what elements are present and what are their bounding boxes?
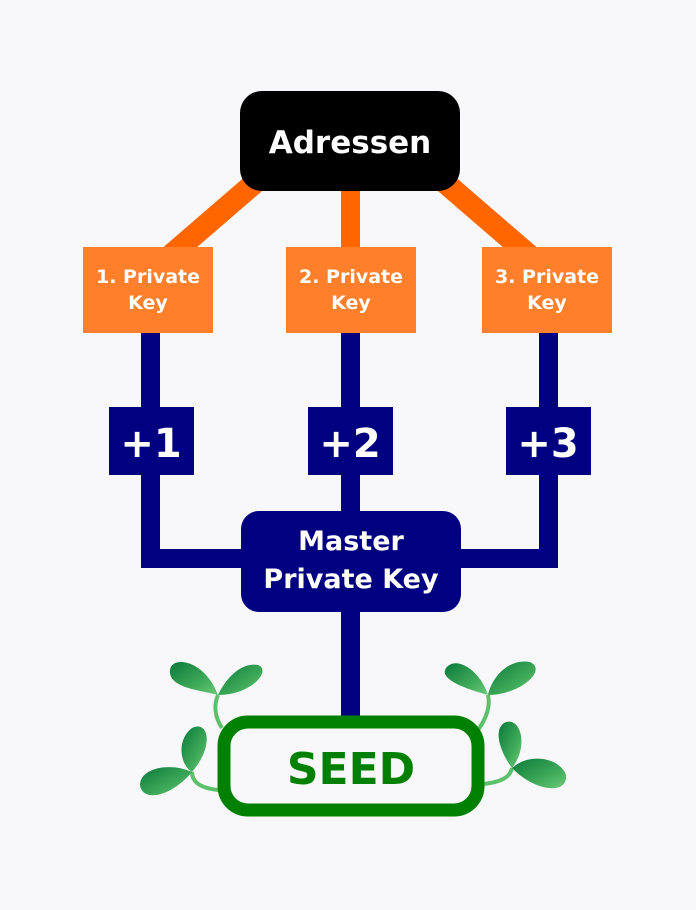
connector-pk2-plus2 [341, 330, 360, 410]
connector-plus1-master-h [141, 549, 251, 568]
increment-node-2: +2 [308, 407, 393, 475]
connector-master-seed [341, 605, 360, 725]
orange-connectors [162, 171, 538, 265]
private-key-2-line2: Key [331, 292, 371, 314]
increment-2-label: +2 [319, 421, 380, 467]
addresses-label: Adressen [269, 125, 432, 161]
connector-address-pk3 [434, 171, 538, 265]
connector-plus2-master [341, 470, 360, 520]
sprout-right [444, 661, 567, 789]
increment-node-3: +3 [506, 407, 591, 475]
connector-plus3-master [539, 470, 558, 568]
private-key-node-3: 3. Private Key [482, 247, 612, 333]
master-line1: Master [298, 526, 404, 557]
private-key-node-2: 2. Private Key [286, 247, 416, 333]
connector-plus1-master [141, 470, 160, 568]
connector-plus3-master-h [450, 549, 558, 568]
master-private-key-node: Master Private Key [241, 511, 461, 612]
sprout-left [140, 662, 263, 796]
connector-pk1-plus1 [141, 330, 160, 410]
private-key-3-line2: Key [527, 292, 567, 314]
increment-3-label: +3 [517, 421, 578, 467]
connector-address-pk1 [162, 171, 266, 265]
seed-node: SEED [217, 715, 485, 817]
increment-node-1: +1 [109, 407, 194, 475]
private-key-3-line1: 3. Private [495, 266, 599, 288]
navy-connectors [141, 330, 558, 725]
master-line2: Private Key [263, 564, 439, 595]
connector-address-pk2 [341, 185, 360, 250]
addresses-node: Adressen [240, 91, 460, 191]
private-key-2-line1: 2. Private [299, 266, 403, 288]
increment-1-label: +1 [120, 421, 181, 467]
private-key-1-line1: 1. Private [96, 266, 200, 288]
private-key-1-line2: Key [128, 292, 168, 314]
connector-pk3-plus3 [539, 330, 558, 410]
private-key-node-1: 1. Private Key [83, 247, 213, 333]
seed-label: SEED [287, 744, 415, 795]
